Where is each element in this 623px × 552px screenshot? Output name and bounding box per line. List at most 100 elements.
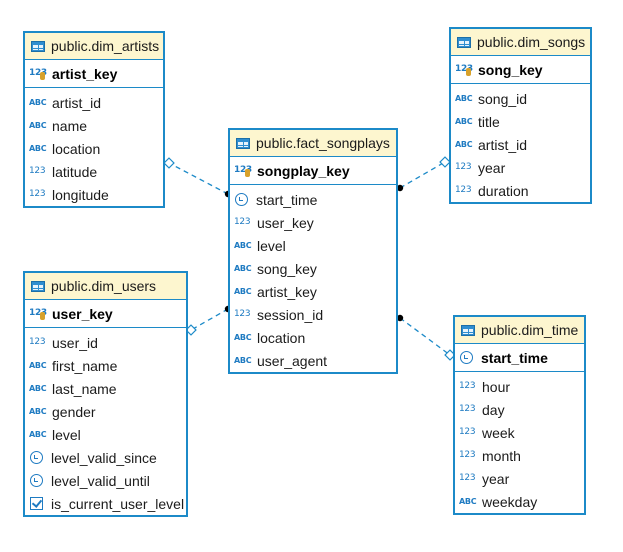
primary-key-name: start_time (481, 349, 548, 366)
primary-key-icon: 123 (234, 165, 252, 177)
column-name: song_key (257, 260, 317, 277)
column-name: is_current_user_level (51, 495, 185, 512)
entity-title: public.dim_users (51, 278, 157, 294)
column-row[interactable]: ABC song_key (230, 257, 396, 280)
text-type-icon: ABC (29, 360, 47, 370)
column-name: last_name (52, 380, 117, 397)
table-icon (31, 40, 45, 52)
clock-icon (30, 451, 43, 464)
column-row[interactable]: level_valid_until (25, 469, 186, 492)
clock-icon (235, 193, 248, 206)
column-name: artist_key (257, 283, 317, 300)
numeric-type-icon: 123 (29, 337, 46, 347)
primary-key-name: songplay_key (257, 162, 350, 179)
one-end-marker (439, 156, 451, 168)
column-name: level_valid_until (51, 472, 150, 489)
table-icon (31, 280, 45, 292)
column-row[interactable]: level_valid_since (25, 446, 186, 469)
entity-header[interactable]: public.fact_songplays (230, 130, 396, 157)
text-type-icon: ABC (29, 383, 47, 393)
text-type-icon: ABC (29, 120, 47, 130)
entity-header[interactable]: public.dim_time (455, 317, 584, 344)
entity-header[interactable]: public.dim_songs (451, 29, 590, 56)
primary-key-icon: 123 (29, 68, 47, 80)
column-name: longitude (52, 186, 109, 203)
entity-title: public.dim_songs (477, 34, 586, 50)
numeric-type-icon: 123 (459, 427, 476, 437)
primary-key-column[interactable]: start_time (455, 344, 584, 372)
column-name: month (482, 447, 521, 464)
entity-header[interactable]: public.dim_artists (25, 33, 163, 60)
relationship-line-dim-time[interactable] (399, 317, 451, 356)
numeric-type-icon: 123 (29, 166, 46, 176)
text-type-icon: ABC (455, 116, 473, 126)
column-row[interactable]: 123 latitude (25, 160, 163, 183)
one-end-marker (444, 349, 456, 361)
column-name: level (52, 426, 81, 443)
entity-header[interactable]: public.dim_users (25, 273, 186, 300)
numeric-type-icon: 123 (234, 217, 251, 227)
checkbox-icon (30, 497, 43, 510)
column-row[interactable]: start_time (230, 188, 396, 211)
relationship-line-dim-users[interactable] (190, 308, 229, 331)
column-row[interactable]: ABC last_name (25, 377, 186, 400)
column-name: session_id (257, 306, 324, 323)
column-name: location (52, 140, 101, 157)
one-end-marker (185, 324, 197, 336)
text-type-icon: ABC (234, 355, 252, 365)
clock-icon (30, 474, 43, 487)
primary-key-name: song_key (478, 61, 543, 78)
column-row[interactable]: is_current_user_level (25, 492, 186, 515)
column-name: first_name (52, 357, 118, 374)
primary-key-column[interactable]: 123 songplay_key (230, 157, 396, 185)
primary-key-icon: 123 (29, 308, 47, 320)
text-type-icon: ABC (29, 406, 47, 416)
clock-icon (460, 351, 473, 364)
relationship-line-dim-artists[interactable] (168, 162, 229, 195)
column-name: day (482, 401, 505, 418)
relationship-line-dim-songs[interactable] (399, 161, 446, 189)
column-row[interactable]: ABC first_name (25, 354, 186, 377)
text-type-icon: ABC (234, 263, 252, 273)
one-end-marker (163, 157, 175, 169)
column-name: start_time (256, 191, 318, 208)
text-type-icon: ABC (455, 93, 473, 103)
column-name: latitude (52, 163, 98, 180)
